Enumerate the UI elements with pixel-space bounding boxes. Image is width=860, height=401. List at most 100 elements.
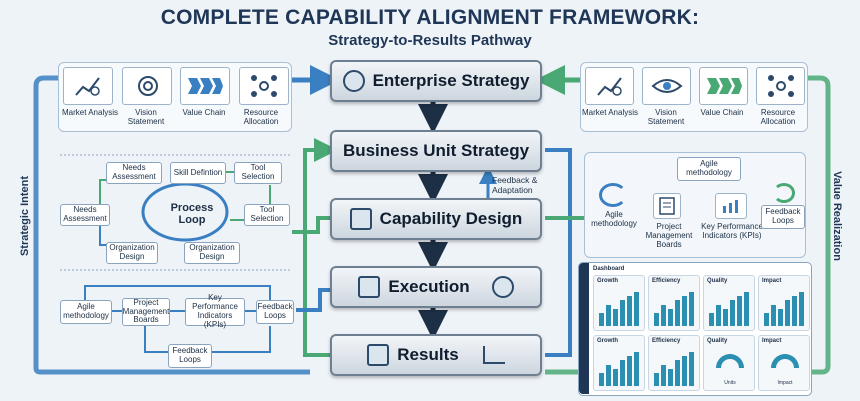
dashboard-card-growth: Growth xyxy=(593,335,645,391)
dashboard-bar xyxy=(634,292,639,326)
feedback-loops-node: Feedback Loops xyxy=(256,300,294,324)
dashboard-bar xyxy=(737,296,742,326)
top-right-icon-panel: Market Analysis Vision Statement Value C… xyxy=(580,62,808,132)
kpi-chart-icon xyxy=(715,193,747,219)
process-loop-panel: Needs Assessment Skill Defintion Tool Se… xyxy=(58,160,292,266)
organization-design-node: Organization Design xyxy=(184,242,240,264)
agile-methodology-label: Agile methodology xyxy=(591,210,637,228)
dashboard-bar xyxy=(668,309,673,326)
feedback-adaptation-label: Feedback & Adaptation xyxy=(492,175,538,195)
project-management-boards-label: Project Management Boards xyxy=(645,222,693,249)
dashboard-bar xyxy=(668,369,673,386)
dashboard-bar xyxy=(620,360,625,386)
dashboard-sidebar xyxy=(579,263,589,394)
execution-loop-panel: Agile methodology Project Management Boa… xyxy=(58,288,296,372)
boards-icon xyxy=(653,193,681,219)
resource-network-icon xyxy=(238,67,289,105)
stage-results[interactable]: Results xyxy=(330,334,542,376)
dashboard-card-title: Impact xyxy=(762,278,782,284)
dashboard-bar xyxy=(716,305,721,326)
dashboard-card-efficiency: Efficiency xyxy=(648,335,700,391)
dashboard-bar xyxy=(606,305,611,326)
skill-definition-node: Skill Defintion xyxy=(170,162,226,184)
dashboard-bar xyxy=(627,356,632,386)
dashboard-bar xyxy=(634,352,639,386)
dashboard-bar xyxy=(599,313,604,326)
gear-icon xyxy=(342,70,365,92)
gauge-label: Units xyxy=(724,380,736,386)
clipboard-icon xyxy=(349,208,372,230)
dashboard-bar xyxy=(778,309,783,326)
cycle-arrow-icon xyxy=(599,183,627,207)
dashboard-bar xyxy=(689,292,694,326)
diagram-subtitle: Strategy-to-Results Pathway xyxy=(328,32,532,49)
dashboard-card-impact: Impact xyxy=(758,275,810,331)
stage-execution[interactable]: Execution xyxy=(330,266,542,308)
dashboard-card-title: Growth xyxy=(597,338,618,344)
dashboard-bar xyxy=(599,373,604,386)
dashboard-card-title: Impact xyxy=(762,338,782,344)
value-chain-label: Value Chain xyxy=(182,108,226,117)
dashboard-bar xyxy=(785,300,790,326)
value-chain-icon xyxy=(180,67,231,105)
dashboard-bar xyxy=(654,313,659,326)
dashboard-bar xyxy=(771,305,776,326)
dashboard-bar xyxy=(709,313,714,326)
resource-network-icon xyxy=(756,67,805,105)
report-icon xyxy=(367,344,390,366)
value-chain-label: Value Chain xyxy=(700,108,744,117)
feedback-loops-node: Feedback Loops xyxy=(168,344,212,368)
dashboard-bar xyxy=(682,296,687,326)
dashboard-bar xyxy=(744,292,749,326)
dashboard-bar xyxy=(613,369,618,386)
dashboard-bar xyxy=(661,365,666,386)
dashboard-card-title: Quality xyxy=(707,278,728,284)
dashboard-bar xyxy=(606,365,611,386)
diagram-title: COMPLETE CAPABILITY ALIGNMENT FRAMEWORK: xyxy=(160,6,700,29)
growth-chart-icon xyxy=(482,346,505,364)
workflow-icon xyxy=(358,276,381,298)
dashboard-bar xyxy=(799,292,804,326)
vision-statement-label: Vision Statement xyxy=(127,108,165,126)
feedback-loops-node: Feedback Loops xyxy=(761,205,805,229)
dashboard-bar xyxy=(764,313,769,326)
resource-allocation-label: Resource Allocation xyxy=(243,108,279,126)
dashboard-card-title: Growth xyxy=(597,278,618,284)
dashboard-card-efficiency: Efficiency xyxy=(648,275,700,331)
stage-enterprise-strategy[interactable]: Enterprise Strategy xyxy=(330,60,542,102)
chart-magnifier-icon xyxy=(585,67,634,105)
dashboard-bar xyxy=(661,305,666,326)
dashboard-card-title: Efficiency xyxy=(652,278,681,284)
dashboard-bar xyxy=(627,296,632,326)
target-head-icon xyxy=(121,67,172,105)
value-loop-panel: Agile methodology Agile methodology Proj… xyxy=(584,152,806,258)
project-management-boards-node: Project Management Boards xyxy=(122,297,170,326)
kpis-node: Key Performance Indicators (KPIs) xyxy=(185,294,245,329)
dashboard-card-growth: Growth xyxy=(593,275,645,331)
gauge-icon xyxy=(716,354,744,368)
process-loop-center: Process Loop xyxy=(170,202,214,227)
top-left-icon-panel: Market Analysis Vision Statement Value C… xyxy=(58,62,292,132)
stage-business-unit-strategy[interactable]: Business Unit Strategy xyxy=(330,130,542,172)
tool-selection-node: Tool Selection xyxy=(244,204,290,226)
market-analysis-label: Market Analysis xyxy=(581,108,639,117)
value-realization-label: Value Realization xyxy=(831,171,843,261)
stage-capability-design[interactable]: Capability Design xyxy=(330,198,542,240)
check-gear-icon xyxy=(491,276,514,298)
market-analysis-label: Market Analysis xyxy=(61,108,119,117)
dashboard-bar xyxy=(620,300,625,326)
dashboard-bar xyxy=(675,360,680,386)
dashboard-bar xyxy=(723,309,728,326)
chart-magnifier-icon xyxy=(63,67,113,105)
dashboard-card-title: Efficiency xyxy=(652,338,681,344)
dashboard-title: Dashboard xyxy=(593,266,625,272)
organization-design-node: Organization Design xyxy=(106,242,158,264)
tool-selection-node: Tool Selection xyxy=(234,162,282,184)
dashboard-card-title: Quality xyxy=(707,338,728,344)
value-chain-icon xyxy=(699,67,748,105)
dashboard-bar xyxy=(675,300,680,326)
